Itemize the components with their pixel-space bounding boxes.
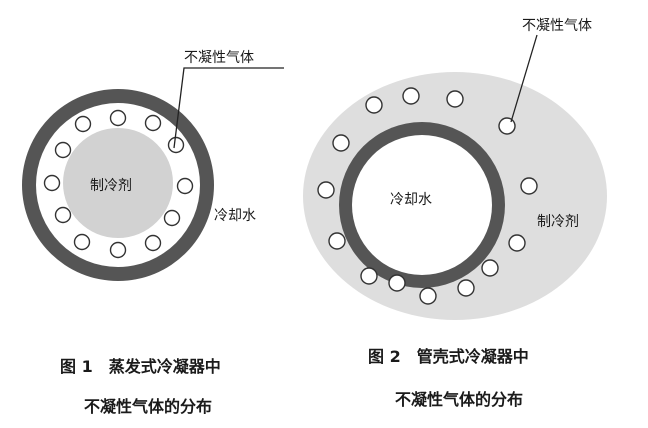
fig2-label-water: 冷却水 — [390, 192, 432, 208]
gas-bubble — [144, 114, 162, 132]
fig1-gas-leader-line — [173, 67, 284, 149]
fig2-caption-line1: 图 2 管壳式冷凝器中 — [368, 347, 529, 366]
gas-bubble — [109, 109, 127, 127]
gas-bubble — [163, 209, 181, 227]
figure-2-shell-tube-condenser: 不凝性气体 冷却水 制冷剂 图 2 管壳式冷凝器中 不凝性气体的分布 — [303, 18, 607, 409]
gas-bubble — [109, 241, 127, 259]
gas-bubble — [328, 232, 346, 250]
gas-bubble — [73, 233, 91, 251]
fig2-gas-leader-line — [510, 34, 538, 123]
gas-bubble — [332, 134, 350, 152]
fig2-label-refrigerant: 制冷剂 — [537, 214, 579, 230]
gas-bubble — [167, 136, 185, 154]
gas-bubble — [498, 117, 516, 135]
gas-bubble — [54, 206, 72, 224]
gas-bubble — [360, 267, 378, 285]
fig1-label-water: 冷却水 — [214, 208, 256, 224]
fig1-caption-line2: 不凝性气体的分布 — [84, 397, 212, 416]
gas-bubble — [388, 274, 406, 292]
figure-1-evaporative-condenser: 不凝性气体 制冷剂 冷却水 图 1 蒸发式冷凝器中 不凝性气体的分布 — [22, 50, 284, 416]
fig2-label-gas: 不凝性气体 — [522, 18, 592, 34]
gas-bubble — [176, 177, 194, 195]
gas-bubble — [144, 234, 162, 252]
fig1-label-gas: 不凝性气体 — [184, 50, 254, 66]
gas-bubble — [43, 174, 61, 192]
gas-bubble — [54, 141, 72, 159]
fig1-refrigerant-core — [63, 128, 173, 238]
gas-bubble — [74, 115, 92, 133]
gas-bubble — [317, 181, 335, 199]
fig2-tube-interior — [352, 135, 492, 275]
fig1-label-refrigerant: 制冷剂 — [90, 178, 132, 194]
gas-bubble — [481, 259, 499, 277]
gas-bubble — [508, 234, 526, 252]
gas-bubble — [365, 96, 383, 114]
gas-bubble — [457, 279, 475, 297]
fig1-gas-bubbles — [43, 109, 194, 259]
gas-bubble — [419, 287, 437, 305]
gas-bubble — [402, 87, 420, 105]
gas-bubble — [446, 90, 464, 108]
gas-bubble — [520, 177, 538, 195]
fig1-caption-line1: 图 1 蒸发式冷凝器中 — [60, 357, 221, 376]
fig2-gas-bubbles — [317, 87, 538, 305]
fig2-caption-line2: 不凝性气体的分布 — [395, 390, 523, 409]
